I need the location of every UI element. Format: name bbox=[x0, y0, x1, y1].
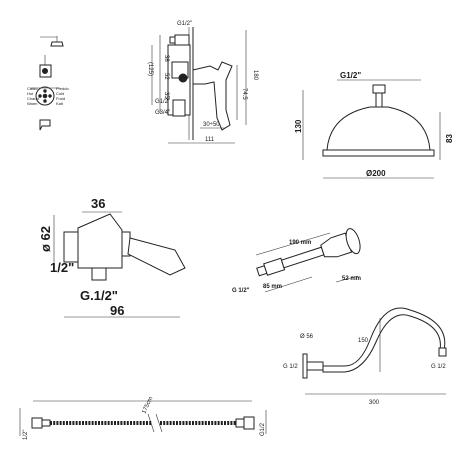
legend-cold-3: Froid bbox=[56, 96, 65, 101]
dim-arm-300: 300 bbox=[369, 400, 380, 406]
dim-head-83: 83 bbox=[445, 134, 454, 143]
dim-elbow-62: ø 62 bbox=[38, 226, 53, 252]
dim-hand-52: 52 mm bbox=[342, 276, 361, 282]
dim-hose-length: 175cm bbox=[141, 396, 154, 415]
dim-hand-g12: G 1/2" bbox=[232, 288, 250, 294]
dim-elbow-36: 36 bbox=[91, 196, 105, 211]
dim-elbow-12: 1/2" bbox=[50, 260, 74, 275]
shower-arm-drawing: Ø 56 150 G 1/2 G 1/2 300 bbox=[283, 307, 447, 406]
wall-elbow-drawing: 36 ø 62 1/2" G.1/2" 96 bbox=[38, 196, 186, 318]
shower-head-drawing: G1/2" 130 83 Ø200 bbox=[294, 71, 454, 179]
dim-valve-745: 74.5 bbox=[241, 88, 247, 100]
dim-hose-right: G1/2 bbox=[260, 422, 266, 436]
mini-schematic: Caldo Hot Chaud Warm Freddo Cold Froid K… bbox=[27, 36, 69, 131]
dim-valve-35: 35 bbox=[163, 92, 169, 99]
dim-elbow-96: 96 bbox=[110, 303, 124, 318]
dim-valve-38: 38 bbox=[163, 55, 169, 62]
dim-arm-g-right: G 1/2 bbox=[431, 364, 446, 370]
dim-head-g12: G1/2" bbox=[340, 71, 361, 80]
legend-cold-2: Cold bbox=[56, 91, 64, 96]
dim-arm-g-left: G 1/2 bbox=[283, 364, 298, 370]
dim-head-130: 130 bbox=[294, 119, 303, 133]
dim-valve-125: (125) bbox=[147, 62, 153, 76]
legend-cold-4: Kalt bbox=[56, 101, 64, 106]
dim-valve-3050: 30÷50 bbox=[203, 122, 220, 128]
concealed-valve-drawing: G1/2" G1/2" G3/4" 38 52 35 (125) 180 74.… bbox=[147, 21, 258, 144]
dim-valve-52: 52 bbox=[163, 73, 169, 80]
dim-hose-left: 1/2" bbox=[23, 430, 29, 440]
dim-valve-111: 111 bbox=[205, 137, 215, 143]
legend-hot-4: Warm bbox=[27, 101, 38, 106]
dim-arm-56: Ø 56 bbox=[300, 334, 314, 340]
dim-elbow-g12: G.1/2" bbox=[80, 288, 118, 303]
legend-hot-2: Hot bbox=[27, 91, 34, 96]
legend-cold-1: Freddo bbox=[56, 86, 69, 91]
legend-hot-1: Caldo bbox=[27, 86, 38, 91]
dim-hand-190: 190 mm bbox=[289, 240, 311, 246]
dim-head-200: Ø200 bbox=[366, 169, 386, 178]
dim-valve-g12-mid: G1/2" bbox=[155, 99, 170, 105]
legend-hot-3: Chaud bbox=[27, 96, 39, 101]
dim-valve-g34: G3/4" bbox=[155, 110, 170, 116]
hand-shower-drawing: 190 mm 85 mm 52 mm G 1/2" bbox=[232, 228, 361, 294]
dim-valve-g12-top: G1/2" bbox=[177, 21, 192, 27]
dim-hand-85: 85 mm bbox=[263, 284, 282, 290]
hose-drawing: 175cm 1/2" G1/2 bbox=[19, 396, 267, 440]
dim-valve-180: 180 bbox=[252, 70, 258, 81]
dim-arm-150: 150 bbox=[358, 338, 369, 344]
